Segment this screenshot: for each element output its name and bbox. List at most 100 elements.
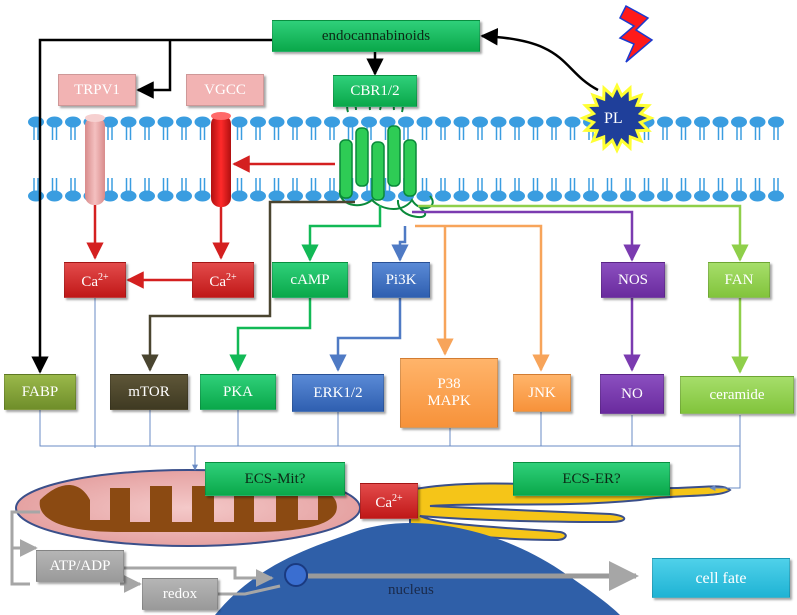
node-mtor: mTOR (110, 374, 188, 410)
lipid-head (120, 116, 137, 128)
lipid-head (250, 116, 266, 128)
node-ca-left-label: Ca2+ (81, 272, 109, 290)
lipid-head (435, 116, 451, 128)
node-p38: P38 MAPK (400, 358, 498, 428)
lipid-head (305, 116, 322, 128)
node-ca-er-label: Ca2+ (375, 493, 403, 511)
node-pka-label: PKA (222, 383, 253, 400)
lipid-head (657, 116, 673, 128)
lipid-head (139, 190, 155, 202)
lipid-head (287, 116, 303, 128)
node-p38-label: P38 MAPK (427, 376, 471, 409)
node-atp: ATP/ADP (36, 550, 124, 582)
lipid-head (694, 190, 710, 202)
lipid-head (638, 190, 655, 202)
node-atp-label: ATP/ADP (49, 557, 111, 574)
node-ecs-er: ECS-ER? (513, 462, 670, 496)
lipid-head (712, 116, 729, 128)
node-erk: ERK1/2 (292, 374, 384, 412)
cbr-helices (339, 125, 417, 201)
node-pi3k: Pi3K (372, 262, 430, 298)
lipid-head (324, 190, 340, 202)
node-jnk: JNK (513, 374, 571, 412)
lipid-head (749, 116, 766, 128)
nuclear-hub (284, 563, 308, 587)
lipid-head (231, 116, 248, 128)
pl-starburst (579, 82, 655, 154)
lipid-head (731, 190, 747, 202)
node-ecs-er-label: ECS-ER? (562, 470, 621, 487)
stimulus-lightning-icon (618, 4, 654, 63)
nucleus (215, 523, 620, 615)
lipid-head (157, 190, 174, 202)
lipid-head (194, 190, 211, 202)
edge-cbr-nos (412, 210, 641, 262)
node-camp: cAMP (272, 262, 348, 298)
lipid-head (694, 116, 710, 128)
edge-collector-bar (39, 410, 741, 447)
lipid-head (472, 116, 488, 128)
node-fan-label: FAN (724, 271, 754, 288)
lipid-head (472, 190, 488, 202)
node-no-label: NO (621, 385, 643, 402)
node-ceramide: ceramide (680, 376, 794, 414)
lipid-head (490, 116, 507, 128)
node-ca-right: Ca2+ (192, 262, 254, 298)
lipid-head (361, 116, 377, 128)
endoplasmic-reticulum (409, 482, 732, 542)
cbr-helix (371, 141, 385, 201)
lipid-head (176, 190, 192, 202)
lipid-head (250, 190, 266, 202)
node-cbr: CBR1/2 (333, 75, 417, 107)
edge-collector-er (709, 446, 741, 491)
cbr-helix (339, 139, 353, 199)
lipid-head (176, 116, 192, 128)
lipid-head (65, 190, 81, 202)
node-nucleus-label: nucleus (388, 582, 434, 598)
lipid-head (268, 190, 285, 202)
lipid-head (324, 116, 340, 128)
lipid-head (379, 116, 396, 128)
lipid-head (546, 116, 562, 128)
edge-cbr-camp (301, 205, 382, 262)
lipid-head (509, 116, 525, 128)
lipid-head (194, 116, 211, 128)
lipid-head (749, 190, 766, 202)
trpv1-channel (85, 117, 105, 205)
lipid-head (453, 116, 470, 128)
node-pi3k-label: Pi3K (385, 271, 417, 288)
lipid-head (435, 190, 451, 202)
node-no: NO (600, 374, 664, 414)
lipid-head (546, 190, 562, 202)
node-redox: redox (142, 578, 218, 610)
edge-atp-nucleus (124, 566, 274, 587)
lipid-head (620, 190, 636, 202)
lipid-head (120, 190, 137, 202)
node-ca-er: Ca2+ (360, 483, 418, 519)
edge-endo-fabp (31, 38, 272, 374)
edge-cbr-fan (418, 204, 749, 262)
lipid-head (509, 190, 525, 202)
lipid-head (712, 190, 729, 202)
lipid-head (398, 116, 414, 128)
node-endocannabinoids-label: endocannabinoids (321, 27, 431, 44)
lipid-head (490, 190, 507, 202)
node-ecs-mit: ECS-Mit? (205, 462, 345, 496)
node-pka: PKA (200, 374, 276, 410)
lipid-head (657, 190, 673, 202)
edge-cbr-pi3k (391, 226, 409, 262)
node-fabp-label: FABP (21, 383, 59, 400)
node-jnk-label: JNK (528, 384, 556, 401)
lipid-head (305, 190, 322, 202)
lipid-head (102, 190, 118, 202)
lipid-head (416, 190, 433, 202)
node-fan: FAN (708, 262, 770, 298)
node-cell-fate-label: cell fate (695, 569, 747, 587)
lipid-head (768, 116, 784, 128)
node-redox-label: redox (162, 585, 198, 602)
lipid-head (675, 190, 692, 202)
node-camp-label: cAMP (290, 271, 330, 288)
lipid-head (527, 116, 544, 128)
cbr-helix (387, 125, 401, 187)
node-vgcc-label: VGCC (204, 81, 246, 98)
